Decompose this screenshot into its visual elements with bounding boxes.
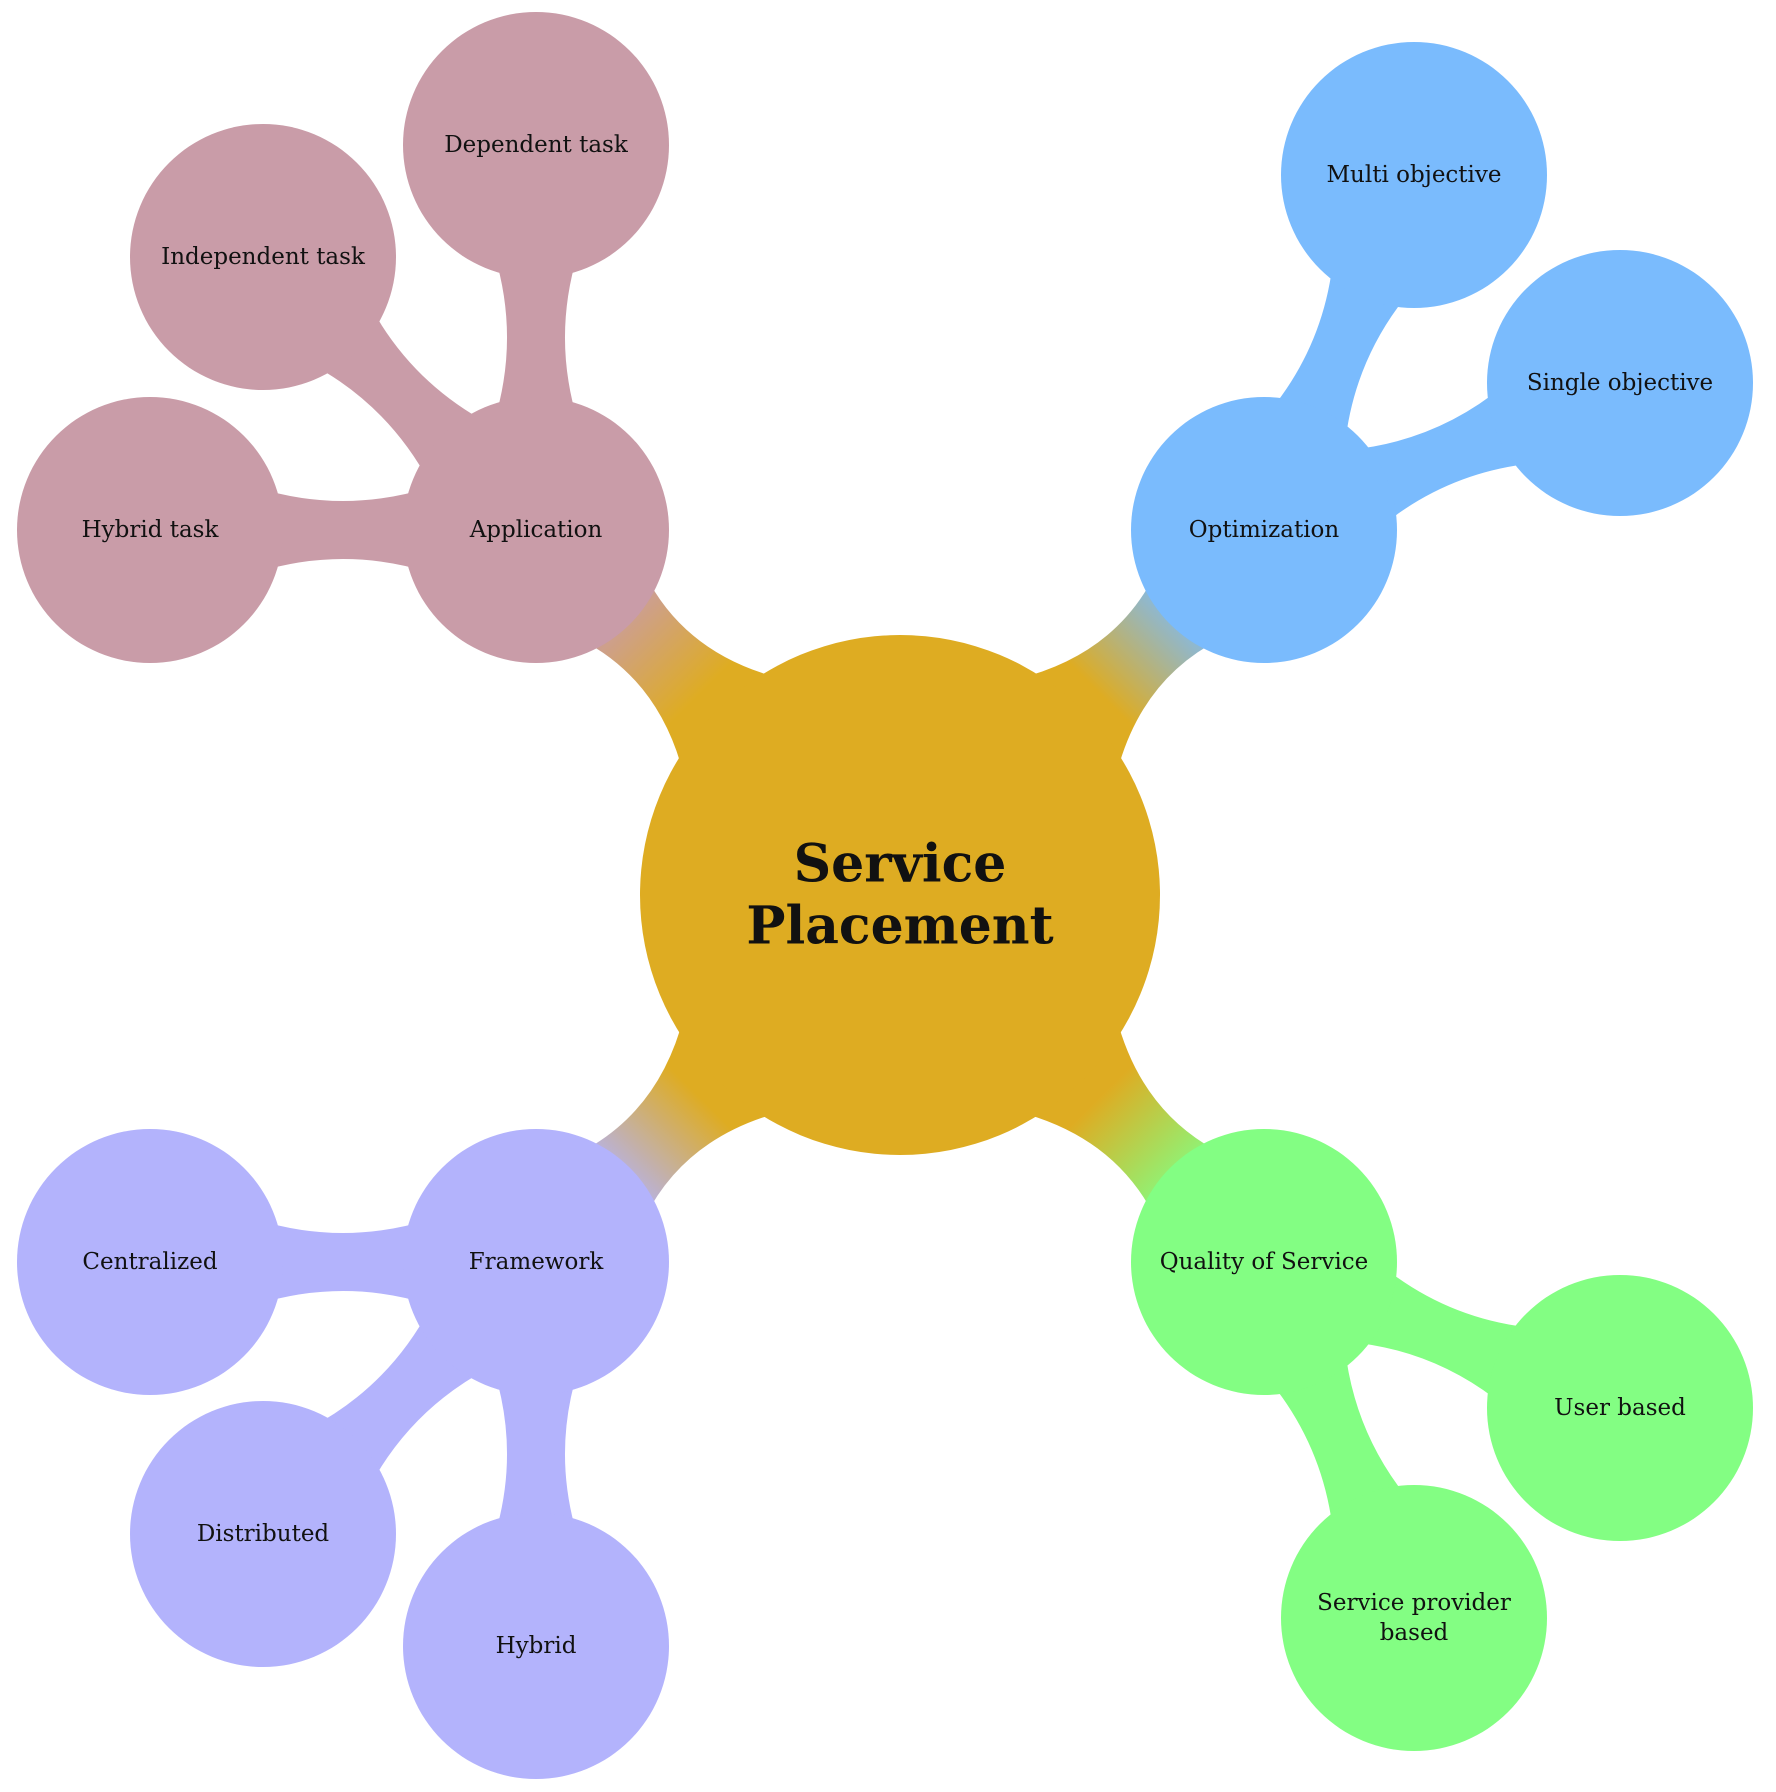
branch-bubble xyxy=(403,397,669,663)
root-bubble xyxy=(640,635,1160,1155)
branch-bubble xyxy=(403,1129,669,1395)
child-node: Distributed xyxy=(130,1401,396,1667)
child-label: Multi objective xyxy=(1326,162,1501,188)
branch-node-quality-of-service: Quality of Service xyxy=(1131,1129,1397,1395)
connector-child xyxy=(1347,1264,1537,1406)
child-bubble xyxy=(130,1401,396,1667)
branch-node-optimization: Optimization xyxy=(1131,397,1397,663)
child-node: User based xyxy=(1487,1275,1753,1541)
branch-label: Framework xyxy=(469,1249,605,1275)
branch-label: Application xyxy=(469,517,603,543)
child-bubble xyxy=(17,397,283,663)
connector-child xyxy=(1267,258,1411,447)
connectors xyxy=(258,253,1537,1538)
child-bubble xyxy=(403,1513,669,1779)
child-label: Distributed xyxy=(197,1521,330,1547)
child-node: Hybrid xyxy=(403,1513,669,1779)
child-node: Hybrid task xyxy=(17,397,283,663)
child-label: based xyxy=(1380,1620,1449,1646)
child-node: Independent task xyxy=(130,124,396,390)
child-label: Hybrid xyxy=(496,1633,577,1659)
child-bubble xyxy=(130,124,396,390)
root-label: Service xyxy=(794,834,1007,895)
branch-bubble xyxy=(1131,1129,1397,1395)
child-label: Dependent task xyxy=(444,132,629,158)
child-label: User based xyxy=(1554,1395,1686,1421)
connector-child xyxy=(1347,385,1537,528)
connector-child xyxy=(258,1220,428,1304)
child-node: Single objective xyxy=(1487,250,1753,516)
branch-node-application: Application xyxy=(403,397,669,663)
child-bubble xyxy=(403,12,669,278)
child-node: Dependent task xyxy=(403,12,669,278)
child-label: Hybrid task xyxy=(82,517,220,543)
child-bubble xyxy=(1281,42,1547,308)
child-label: Service provider xyxy=(1317,1590,1511,1616)
connector-child xyxy=(1267,1345,1411,1535)
connector-child xyxy=(258,488,428,572)
child-bubble xyxy=(17,1129,283,1395)
branch-label: Quality of Service xyxy=(1160,1249,1369,1275)
branch-label: Optimization xyxy=(1189,517,1340,543)
child-bubble xyxy=(1487,250,1753,516)
connector-child xyxy=(494,253,578,422)
branch-bubble xyxy=(1131,397,1397,663)
child-bubble xyxy=(1281,1485,1547,1751)
root-label: Placement xyxy=(746,896,1053,957)
child-bubble xyxy=(1487,1275,1753,1541)
child-label: Single objective xyxy=(1527,370,1713,396)
child-node: Centralized xyxy=(17,1129,283,1395)
child-label: Centralized xyxy=(82,1249,217,1275)
child-node: Multi objective xyxy=(1281,42,1547,308)
branch-node-framework: Framework xyxy=(403,1129,669,1395)
child-label: Independent task xyxy=(161,244,366,270)
child-node: Service provider based xyxy=(1281,1485,1547,1751)
connector-child xyxy=(494,1370,578,1538)
